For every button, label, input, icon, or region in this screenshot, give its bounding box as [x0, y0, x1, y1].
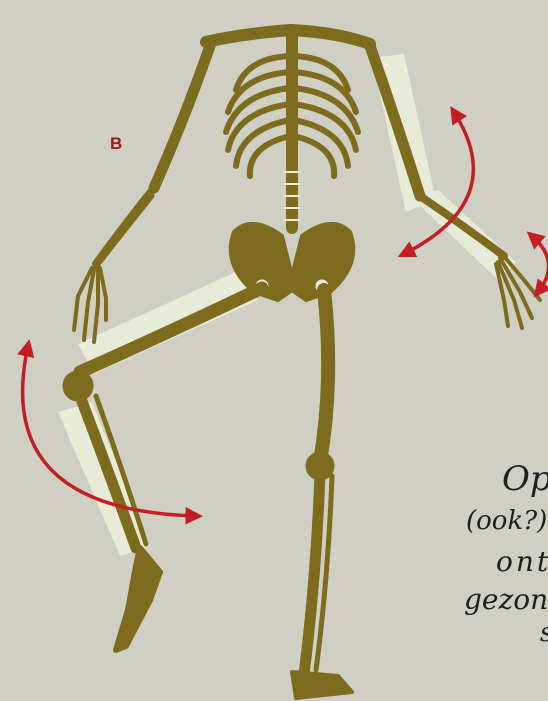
handwritten-line: (ook?) — [466, 508, 547, 534]
upper-arm-left — [154, 46, 210, 188]
foot-right — [292, 672, 352, 698]
handwritten-line: spi — [540, 620, 548, 646]
handwritten-line: gezon — [464, 586, 548, 614]
panel-letter: B — [110, 134, 122, 154]
forearm-left-ulna — [92, 196, 152, 272]
thigh-right — [320, 290, 328, 462]
hand-left — [74, 268, 106, 342]
handwritten-line: ont — [496, 548, 548, 576]
hand-right — [496, 254, 540, 328]
curved-double-arrow — [532, 236, 548, 292]
foot-left — [116, 548, 160, 650]
handwritten-line: Op — [502, 462, 548, 496]
